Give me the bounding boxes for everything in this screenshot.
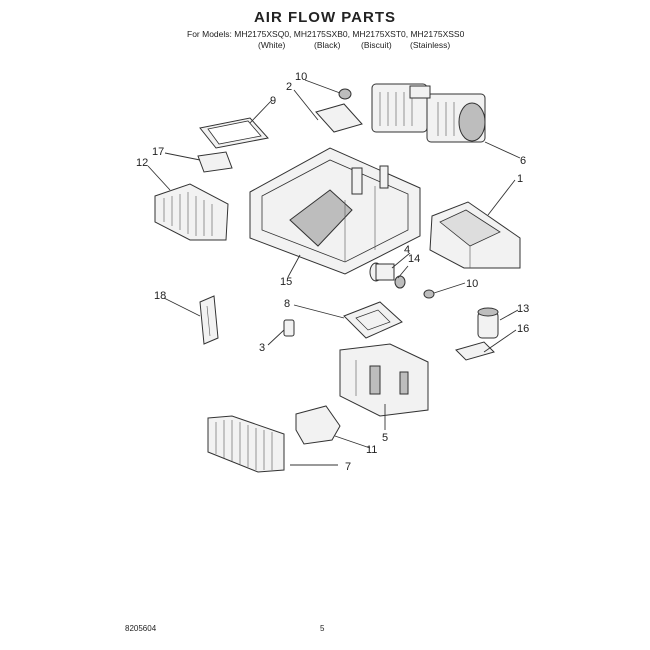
callout-18: 18 (154, 290, 166, 302)
variant-stainless: (Stainless) (410, 40, 451, 50)
models-line: For Models: MH2175XSQ0, MH2175SXB0, MH21… (187, 29, 465, 39)
variant-white: (White) (258, 40, 286, 50)
nut-part-middle (423, 289, 435, 299)
variant-biscuit: (Biscuit) (361, 40, 392, 50)
capacitor-bracket-part (455, 341, 495, 361)
page-title: AIR FLOW PARTS (253, 9, 397, 26)
leader-lines (147, 79, 521, 466)
air-guide-panel-part (339, 343, 429, 417)
callout-5: 5 (382, 432, 388, 444)
clip-part (283, 319, 295, 337)
callout-4: 4 (404, 244, 410, 256)
front-vent-grille-part (207, 415, 285, 473)
callout-3: 3 (259, 342, 265, 354)
callout-labels: 1 2 3 4 5 6 7 8 9 10 10 11 12 13 14 15 1… (136, 71, 529, 473)
callout-16: 16 (517, 323, 529, 335)
duct-housing-part (249, 147, 421, 275)
callout-1: 1 (517, 173, 523, 185)
capacitor-part (477, 307, 499, 339)
blower-assembly-part (371, 83, 486, 143)
callout-10-middle: 10 (466, 278, 478, 290)
callout-2: 2 (286, 81, 292, 93)
callout-6: 6 (520, 155, 526, 167)
page-number: 5 (320, 624, 325, 633)
small-duct-part (295, 405, 341, 445)
callout-15: 15 (280, 276, 292, 288)
callout-12: 12 (136, 157, 148, 169)
callout-7: 7 (345, 461, 351, 473)
damper-plate-part (343, 301, 403, 339)
document-number: 8205604 (125, 624, 157, 633)
callout-8: 8 (284, 298, 290, 310)
duct-channel-part (429, 201, 521, 269)
mounting-bracket-part (199, 295, 219, 345)
callout-10-top: 10 (295, 71, 307, 83)
vent-grille-part (154, 183, 229, 241)
callout-9: 9 (270, 95, 276, 107)
nut-part-top (338, 88, 352, 100)
variant-black: (Black) (314, 40, 341, 50)
callout-17: 17 (152, 146, 164, 158)
small-bracket-part (197, 151, 233, 173)
callout-14: 14 (408, 253, 420, 265)
motor-shaft-part (369, 262, 406, 289)
filter-frame-part (199, 117, 269, 149)
callout-13: 13 (517, 303, 529, 315)
callout-11: 11 (366, 444, 377, 456)
plate-part (315, 103, 363, 133)
